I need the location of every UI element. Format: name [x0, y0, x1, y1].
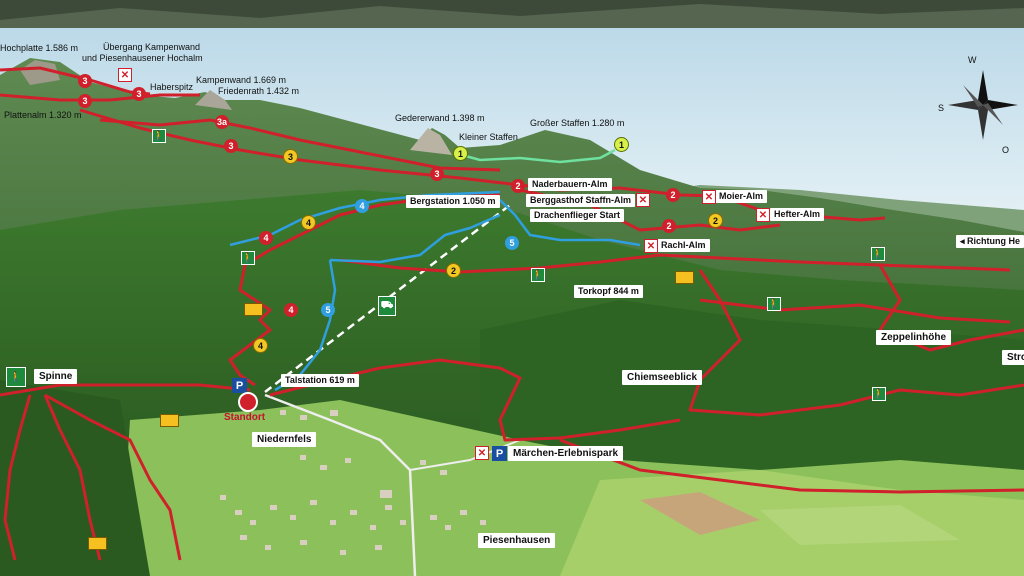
viewpoint-sign-icon	[244, 303, 263, 316]
trail-badge-red: 3a	[215, 115, 229, 129]
trail-badge-red: 3	[78, 94, 92, 108]
trail-badge-green: 1	[614, 137, 629, 152]
trail-badge-blue: 5	[505, 236, 519, 250]
label-richtung: ◂ Richtung He	[956, 235, 1024, 248]
label-naderbauern-alm: Naderbauern-Alm	[528, 178, 612, 191]
trail-badge-red: 2	[662, 219, 676, 233]
label-stro: Stro	[1002, 350, 1024, 365]
trail-badge-red: 2	[666, 188, 680, 202]
trail-badge-yellow: 4	[301, 215, 316, 230]
compass-w-label: S	[938, 103, 945, 113]
cable-car-icon: ⛟	[378, 296, 396, 316]
label-zeppelinhoehe: Zeppelinhöhe	[876, 330, 951, 345]
rock-peak	[410, 128, 452, 155]
trail-badge-red: 3	[132, 87, 146, 101]
crossed-hut-icon: ✕	[756, 208, 770, 222]
label-grosser-staffen: Großer Staffen 1.280 m	[530, 118, 625, 128]
viewpoint-sign-icon	[160, 414, 179, 427]
label-hochplatte: Hochplatte 1.586 m	[0, 43, 79, 53]
trail-badge-red: 4	[284, 303, 298, 317]
crossed-hut-icon: ✕	[702, 190, 716, 204]
trail-badge-red: 3	[78, 74, 92, 88]
label-rachl-alm: Rachl-Alm	[657, 239, 710, 252]
trail-badge-red: 2	[511, 179, 525, 193]
label-kampenwand: Kampenwand 1.669 m	[196, 75, 287, 85]
trail-badge-green: 1	[453, 146, 468, 161]
viewpoint-sign-icon	[88, 537, 107, 550]
trail-badge-red: 4	[259, 231, 273, 245]
label-chiemseeblick: Chiemseeblick	[622, 370, 703, 385]
crossed-hut-icon: ✕	[475, 446, 489, 460]
parking-icon: P	[492, 446, 507, 461]
village-piesenhausen	[220, 410, 486, 555]
label-drachenflieger: Drachenflieger Start	[530, 209, 625, 222]
hiker-icon: 🚶	[871, 247, 885, 261]
trail-badge-blue: 5	[321, 303, 335, 317]
label-niedernfels: Niedernfels	[252, 432, 317, 447]
hiker-icon: 🚶	[767, 297, 781, 311]
label-gedererwand: Gedererwand 1.398 m	[395, 113, 485, 123]
label-talstation: Talstation 619 m	[281, 374, 359, 387]
trail-badge-red: 3	[430, 167, 444, 181]
label-uebergang-1: Übergang Kampenwand	[103, 42, 201, 52]
trail-badge-yellow: 2	[446, 263, 461, 278]
crossed-hut-icon: ✕	[636, 193, 650, 207]
label-plattenalm: Plattenalm 1.320 m	[4, 110, 82, 120]
trail-badge-red: 3	[224, 139, 238, 153]
label-torkopf: Torkopf 844 m	[574, 285, 643, 298]
parking-icon: P	[232, 378, 247, 393]
label-piesenhausen: Piesenhausen	[478, 533, 556, 548]
label-maerchen: Märchen-Erlebnispark	[508, 446, 624, 461]
hiker-icon: 🚶	[6, 367, 26, 387]
hiker-icon: 🚶	[531, 268, 545, 282]
compass-n-label: W	[968, 55, 977, 65]
trail-green	[461, 148, 616, 164]
crossed-hut-icon: ✕	[118, 68, 132, 82]
label-standort: Standort	[224, 412, 266, 423]
viewpoint-sign-icon	[675, 271, 694, 284]
label-uebergang-2: und Piesenhausener Hochalm	[82, 53, 203, 63]
label-spinne: Spinne	[34, 369, 78, 384]
label-kleiner-staffen: Kleiner Staffen	[459, 132, 518, 142]
trail-badge-yellow: 3	[283, 149, 298, 164]
compass-s-label: O	[1002, 145, 1010, 155]
location-pin-icon	[238, 392, 258, 412]
compass-rose-icon: W S O	[938, 55, 1018, 155]
hiker-icon: 🚶	[872, 387, 886, 401]
hiker-icon: 🚶	[152, 129, 166, 143]
crossed-hut-icon: ✕	[644, 239, 658, 253]
label-haberspitz: Haberspitz	[150, 82, 194, 92]
label-hefter-alm: Hefter-Alm	[770, 208, 825, 221]
trail-badge-yellow: 4	[253, 338, 268, 353]
trail-badge-yellow: 2	[708, 213, 723, 228]
label-bergstation: Bergstation 1.050 m	[406, 195, 500, 208]
label-friedenrath: Friedenrath 1.432 m	[218, 86, 300, 96]
trail-badge-blue: 4	[355, 199, 369, 213]
hiker-icon: 🚶	[241, 251, 255, 265]
label-berggasthof: Berggasthof Staffn-Alm	[526, 194, 635, 207]
road	[264, 393, 417, 576]
label-moier-alm: Moier-Alm	[715, 190, 768, 203]
